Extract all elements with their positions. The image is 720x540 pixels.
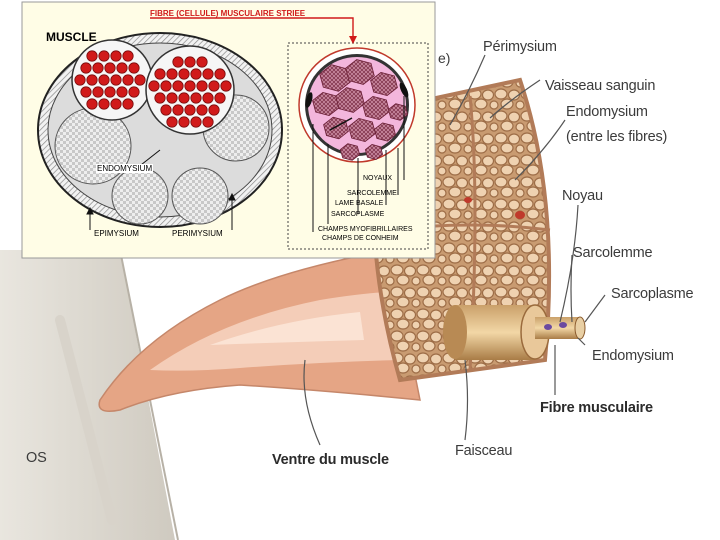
muscle-fibre-dot (203, 69, 213, 79)
fragment-label: e) (438, 50, 450, 66)
muscle-fibre-dot (87, 99, 97, 109)
muscle-fibre-dot (209, 81, 219, 91)
muscle-fibre-dot (123, 99, 133, 109)
muscle-fibre-dot (129, 63, 139, 73)
muscle-fibre-dot (105, 63, 115, 73)
inset-endomysium-label: ENDOMYSIUM (96, 164, 153, 173)
muscle-fibre-dot (179, 117, 189, 127)
muscle-fibre-dot (167, 69, 177, 79)
muscle-fibre-dot (117, 63, 127, 73)
fibre-label-myofibril-fields: CHAMPS MYOFIBRILLAIRES (318, 226, 413, 234)
label-endomysium: Endomysium (566, 104, 648, 120)
muscle-fibre-dot (179, 69, 189, 79)
label-sarcolemma: Sarcolemme (573, 245, 652, 261)
muscle-fibre-dot (149, 81, 159, 91)
muscle-fibre-dot (191, 69, 201, 79)
label-endomysium-fibre: Endomysium (592, 348, 674, 364)
muscle-fibre-dot (111, 99, 121, 109)
muscle-fibre-dot (209, 105, 219, 115)
label-muscle-fibre: Fibre musculaire (540, 400, 653, 416)
muscle-fibre-dot (191, 117, 201, 127)
muscle-fibre-dot (197, 81, 207, 91)
muscle-fibre-dot (93, 63, 103, 73)
muscle-fibre-dot (99, 51, 109, 61)
muscle-fibre-dot (173, 105, 183, 115)
muscle-fibre-dot (203, 117, 213, 127)
muscle-fibre-dot (221, 81, 231, 91)
muscle-fibre-dot (99, 75, 109, 85)
label-bone: OS (26, 450, 47, 466)
muscle-fibre-dot (185, 57, 195, 67)
inset-epimysium-label: EPIMYSIUM (94, 229, 139, 238)
muscle-fibre-dot (87, 51, 97, 61)
fibre-label-sarcoplasm: SARCOPLASME (331, 211, 384, 219)
muscle-fibre-dot (197, 57, 207, 67)
fibre-label-basal-lamina: LAME BASALE (335, 200, 383, 208)
fibre-label-nuclei: NOYAUX (363, 175, 392, 183)
muscle-fibre-dot (197, 105, 207, 115)
fascicle-tube (443, 305, 549, 360)
muscle-fibre-dot (81, 87, 91, 97)
muscle-fibre-dot (161, 105, 171, 115)
label-blood-vessel: Vaisseau sanguin (545, 78, 655, 94)
muscle-fibre-dot (185, 105, 195, 115)
inset-perimysium-label: PERIMYSIUM (172, 229, 223, 238)
muscle-fibre-dot (155, 69, 165, 79)
muscle-fibre-dot (111, 51, 121, 61)
muscle-fibre-dot (123, 75, 133, 85)
muscle-fibre-dot (81, 63, 91, 73)
muscle-fibre-dot (167, 117, 177, 127)
fibre-label-cohnheim-fields: CHAMPS DE CONHEIM (322, 235, 399, 243)
muscle-fibre-dot (135, 75, 145, 85)
fibre-label-sarcolemma: SARCOLEMME (347, 190, 397, 198)
label-nucleus: Noyau (562, 188, 603, 204)
muscle-fibre-dot (155, 93, 165, 103)
muscle-fibre-dot (215, 69, 225, 79)
label-fascicle: Faisceau (455, 443, 512, 459)
muscle-fibre-dot (167, 93, 177, 103)
muscle-fibre-dot (117, 87, 127, 97)
muscle-fibre-dot (123, 51, 133, 61)
muscle-fibre-dot (173, 81, 183, 91)
muscle-fibre-dot (129, 87, 139, 97)
inset-title: FIBRE (CELLULE) MUSCULAIRE STRIEE (150, 9, 305, 18)
muscle-fibre-dot (111, 75, 121, 85)
muscle-fibre-dot (179, 93, 189, 103)
label-endomysium-sub: (entre les fibres) (566, 129, 667, 145)
muscle-fibre-dot (87, 75, 97, 85)
muscle-fibre-dot (161, 81, 171, 91)
label-perimysium: Périmysium (483, 39, 557, 55)
inset-muscle-label: MUSCLE (46, 30, 97, 44)
muscle-fibre-dot (173, 57, 183, 67)
muscle-fibre-dot (99, 99, 109, 109)
muscle-fibre-dot (191, 93, 201, 103)
label-muscle-belly: Ventre du muscle (272, 452, 389, 468)
muscle-fibre-dot (185, 81, 195, 91)
muscle-fibre-dot (203, 93, 213, 103)
muscle-fibre-dot (75, 75, 85, 85)
muscle-fibre-dot (215, 93, 225, 103)
label-sarcoplasm: Sarcoplasme (611, 286, 693, 302)
muscle-fibre-dot (93, 87, 103, 97)
muscle-fibre-dot (105, 87, 115, 97)
